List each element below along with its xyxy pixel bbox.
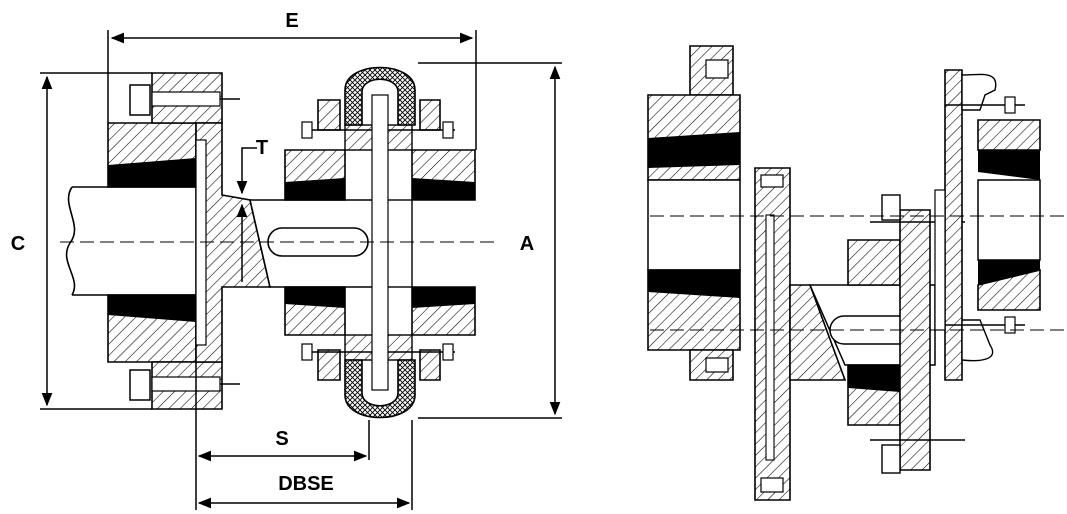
right-hub xyxy=(284,149,476,336)
right-exploded-view xyxy=(647,45,1067,501)
outer-flange xyxy=(129,72,240,410)
left-assembled-view: E C A T S xyxy=(11,10,562,510)
label-E: E xyxy=(285,10,298,32)
dimension-E: E xyxy=(107,10,477,150)
label-T: T xyxy=(256,137,268,159)
left-hub xyxy=(107,122,197,363)
label-C: C xyxy=(11,233,25,255)
exploded-right-hub xyxy=(934,69,1041,381)
label-DBSE: DBSE xyxy=(278,473,334,495)
dimension-A: A xyxy=(418,62,562,419)
dimension-S: S xyxy=(195,362,370,510)
label-A: A xyxy=(520,233,534,255)
taper-bush-upper xyxy=(108,158,196,187)
dimension-C: C xyxy=(11,72,152,410)
shaft xyxy=(65,186,201,296)
label-S: S xyxy=(275,428,288,450)
taper-bush-lower xyxy=(108,295,196,322)
dimension-T: T xyxy=(236,137,268,282)
dimension-DBSE: DBSE xyxy=(197,420,413,510)
